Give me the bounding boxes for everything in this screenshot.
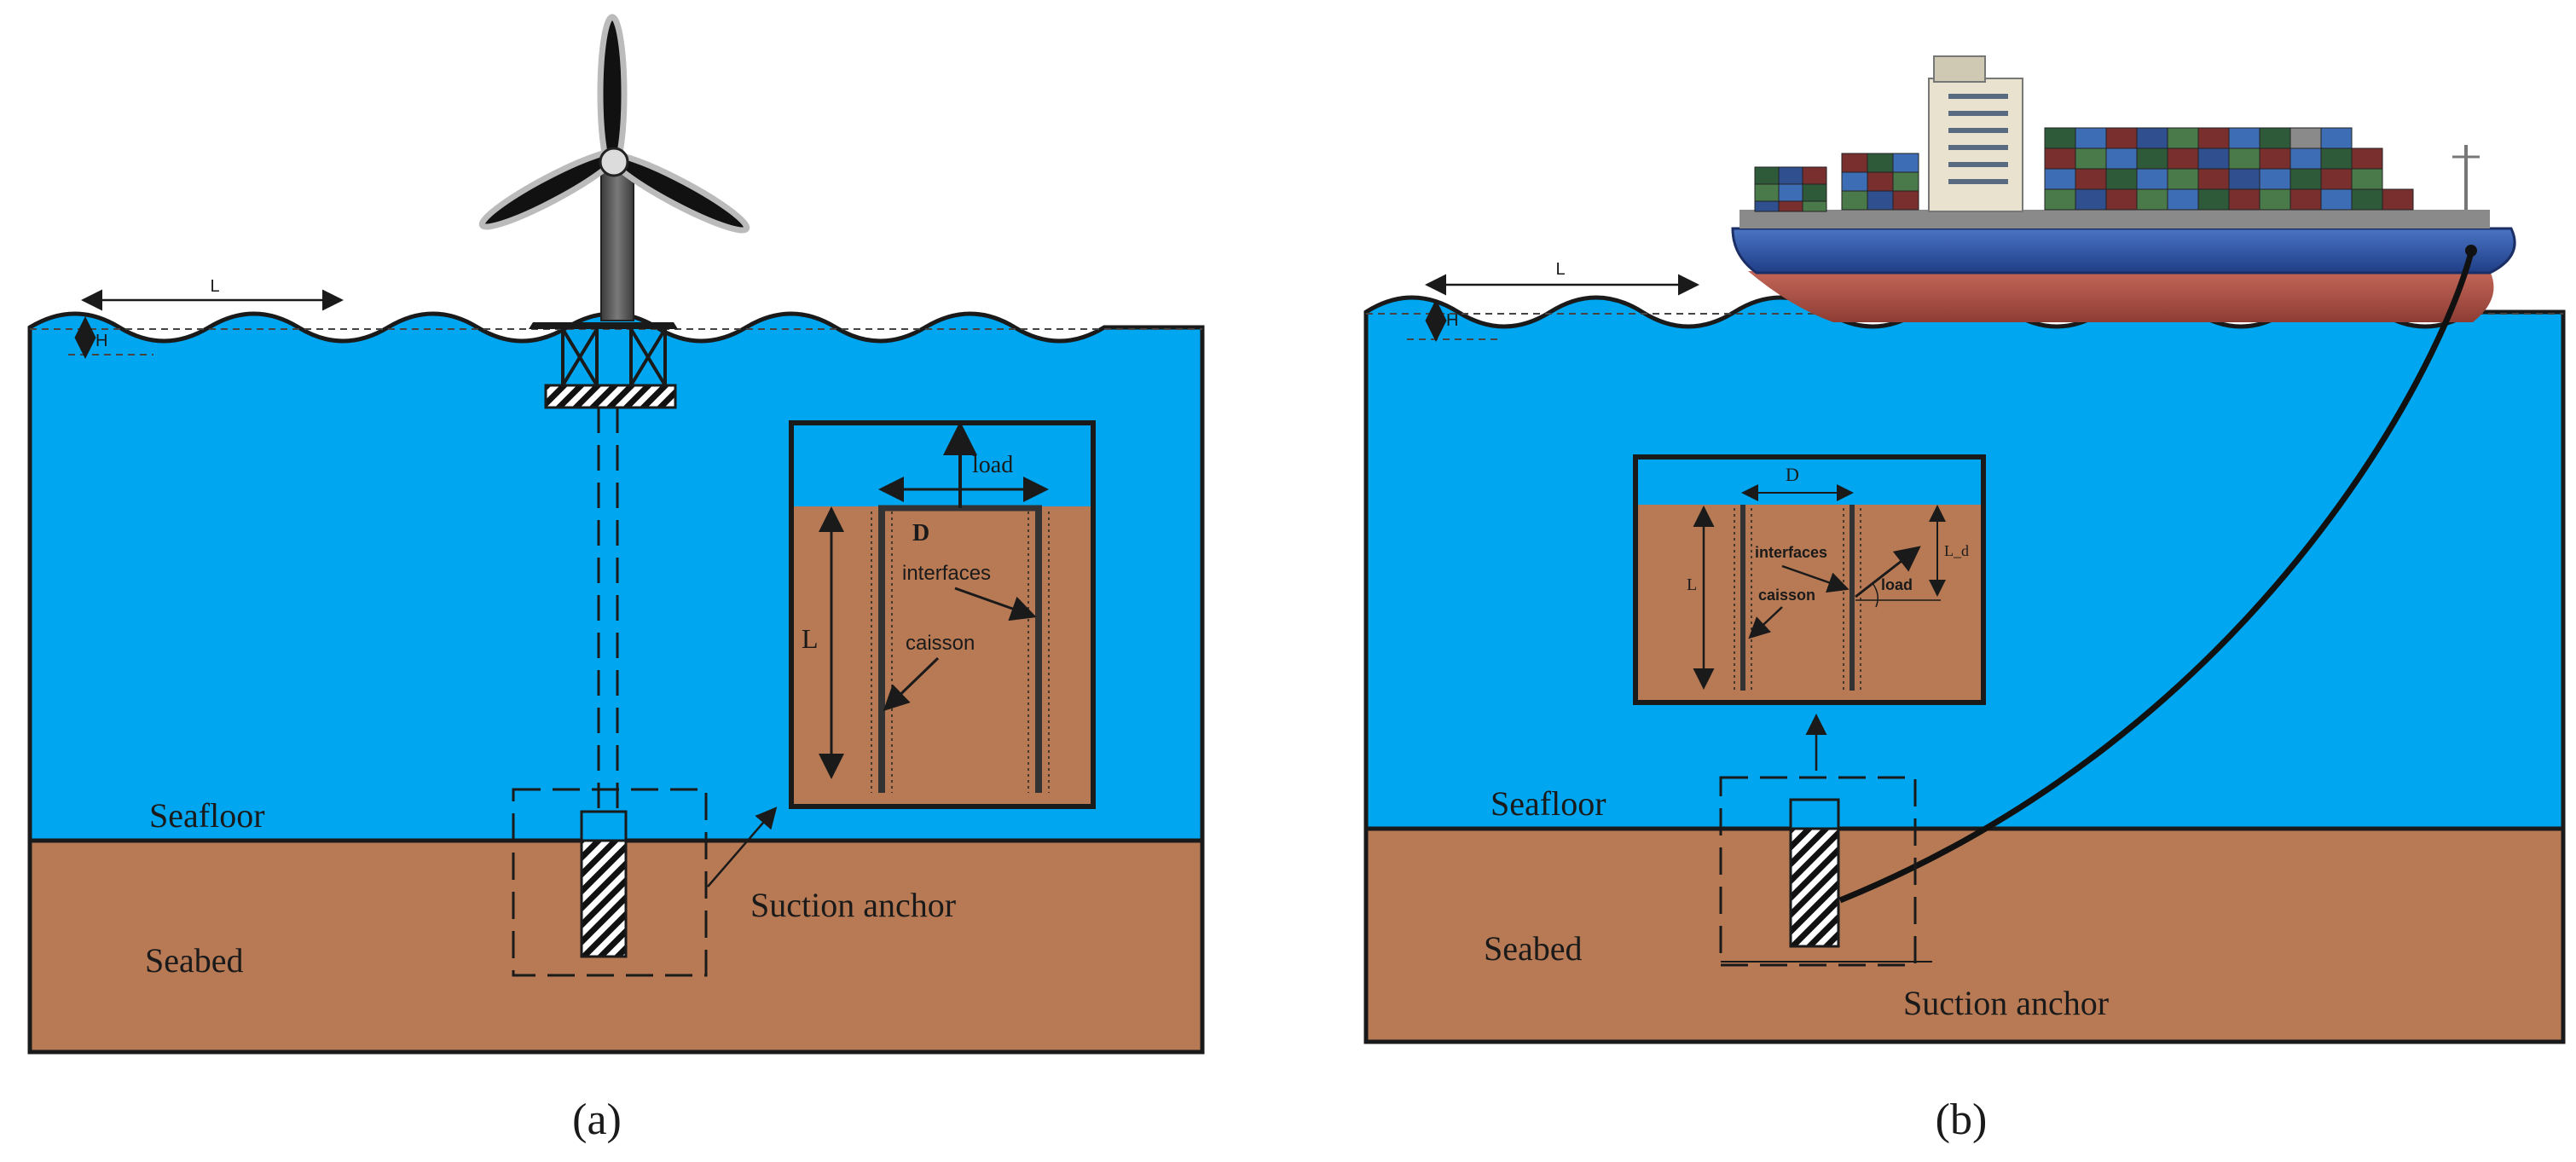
panel-a-inset-load-label: load: [972, 452, 1013, 478]
panel-b-seafloor-label: Seafloor: [1491, 784, 1606, 823]
turbine-pontoon: [544, 384, 677, 409]
panel-b-anchor-top: [1789, 798, 1840, 830]
panel-a-caisson: [580, 839, 628, 958]
panel-a-caption: (a): [572, 1096, 622, 1144]
panel-b-seabed-label: Seabed: [1484, 929, 1583, 968]
turbine-tower: [600, 161, 634, 321]
panel-b-inset-load-arrow: [1855, 546, 1921, 598]
panel-b-wavelength-label: L: [1555, 260, 1565, 279]
panel-b-inset-interfaces-label: interfaces: [1755, 544, 1827, 561]
panel-a-seafloor-label: Seafloor: [149, 796, 265, 835]
panel-a-inset-interfaces-pointer: [954, 587, 1037, 621]
panel-b-inset-water: [1635, 457, 1983, 505]
panel-a-inset-caisson-label: caisson: [906, 632, 975, 655]
ship-hull: [1731, 227, 2516, 275]
panel-b-inset: D L interfaces caisson load L_d: [1633, 454, 1986, 705]
panel-a-anchor-box: [512, 788, 708, 977]
turbine-jacket: [561, 327, 667, 387]
panel-b-inset-diameter-label: D: [1786, 464, 1799, 485]
panel-b: L H: [1363, 55, 2566, 1144]
panel-a-wavelength-label: L: [210, 277, 219, 296]
panel-b-inset-frame: [1633, 454, 1986, 705]
panel-b-inset-length-label: L: [1687, 575, 1697, 594]
panel-b-inset-caisson-label: caisson: [1758, 587, 1815, 604]
panel-a-inset-interfaces-label: interfaces: [902, 562, 991, 585]
panel-a-inset-frame: [789, 420, 1096, 809]
ship-deck-rail: [1740, 210, 2490, 228]
ship-bridge-windows: [1948, 94, 2008, 184]
panel-a-inset-caisson-pointer: [883, 656, 940, 712]
panel-a-inset-water: [791, 423, 1093, 506]
panel-b-waveheight-label: H: [1446, 311, 1458, 330]
panel-b-inset-caisson-pointer: [1748, 606, 1783, 639]
panel-b-caption: (b): [1936, 1096, 1988, 1144]
ship-bridge-top: [1933, 55, 1986, 83]
turbine-platform: [529, 322, 678, 329]
panel-b-anchor-label: Suction anchor: [1903, 984, 2109, 1022]
turbine-hub: [599, 147, 629, 177]
mooring-line: [1838, 251, 2475, 904]
ship-containers-fwd: [2044, 127, 2414, 211]
panel-b-seabed: [1363, 826, 2566, 1044]
container-ship: [1731, 55, 2516, 322]
panel-a-inset-diameter-label: D: [912, 520, 929, 546]
ship-containers-aft: [1754, 153, 1919, 212]
ship-bottom: [1748, 271, 2494, 322]
panel-a-anchor-top: [580, 810, 628, 842]
panel-a-inset-length-label: L: [802, 623, 819, 654]
panel-b-inset-load-angle: [1872, 582, 1878, 608]
panel-a-waveheight-label: H: [96, 332, 107, 350]
panel-a-anchor-label: Suction anchor: [750, 886, 956, 924]
panel-a: L H: [27, 14, 1205, 1144]
wind-turbine: [478, 14, 750, 812]
panel-a-seabed-label: Seabed: [145, 941, 244, 980]
panel-b-inset-interfaces-pointer: [1781, 564, 1850, 593]
panel-a-inset: load D L interfaces caisson: [789, 420, 1096, 809]
panel-b-inset-depth-label: L_d: [1944, 542, 1969, 559]
panel-a-inset-soil: [791, 506, 1093, 806]
panel-b-inset-soil: [1635, 505, 1983, 702]
panel-b-inset-load-label: load: [1881, 576, 1913, 593]
panel-b-anchor-box: [1719, 776, 1917, 967]
panel-b-caisson: [1789, 827, 1840, 948]
panel-a-zoom-arrow: [707, 806, 778, 887]
